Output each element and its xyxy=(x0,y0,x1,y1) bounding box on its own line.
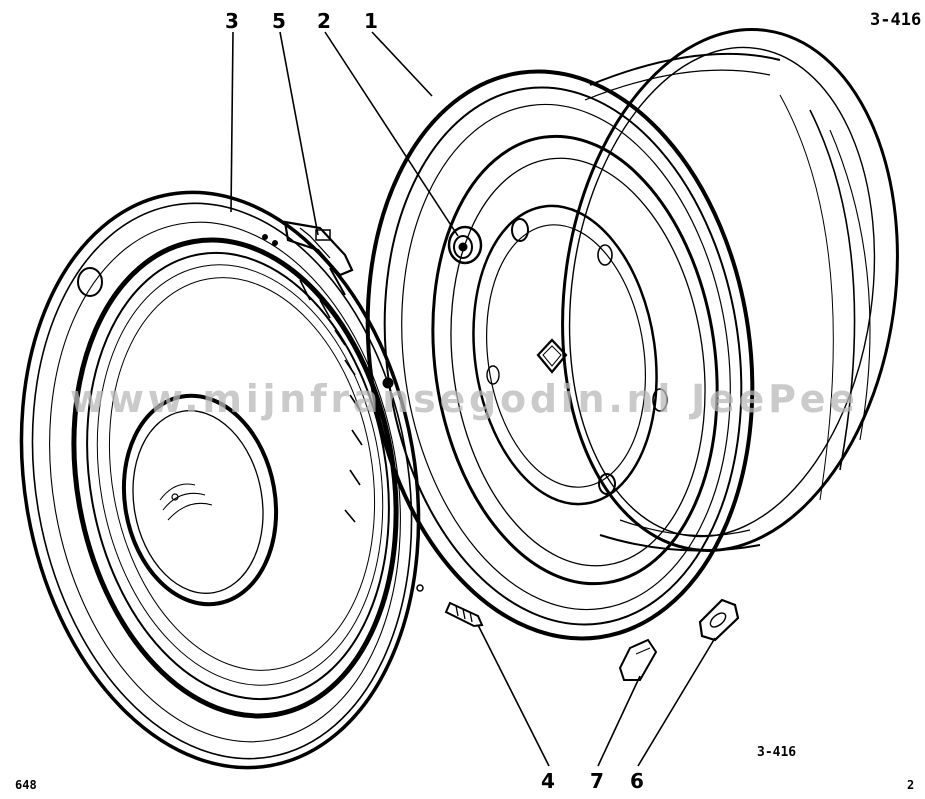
valve-stem xyxy=(447,225,483,265)
callout-1: 1 xyxy=(364,9,378,33)
clip-nut xyxy=(698,598,740,642)
watermark-text: www.mijnfransegodin.nl JeePee xyxy=(70,377,855,421)
page-number-right: 2 xyxy=(907,778,914,792)
ref-code-bottom: 3-416 xyxy=(757,745,796,760)
retaining-clip xyxy=(283,220,354,296)
callout-3: 3 xyxy=(225,9,239,33)
leader-lines xyxy=(230,31,716,767)
callout-6: 6 xyxy=(630,769,644,793)
callout-4: 4 xyxy=(541,769,555,793)
hub-cap xyxy=(19,190,424,770)
callout-7: 7 xyxy=(590,769,604,793)
screw xyxy=(444,601,484,628)
ref-code-top: 3-416 xyxy=(870,10,921,30)
callout-labels: 3 5 2 1 4 7 6 xyxy=(225,9,644,793)
spring-clip xyxy=(618,638,658,681)
callout-5: 5 xyxy=(272,9,286,33)
page-number-left: 648 xyxy=(15,778,37,792)
wheel-rim xyxy=(365,28,899,641)
callout-2: 2 xyxy=(317,9,331,33)
